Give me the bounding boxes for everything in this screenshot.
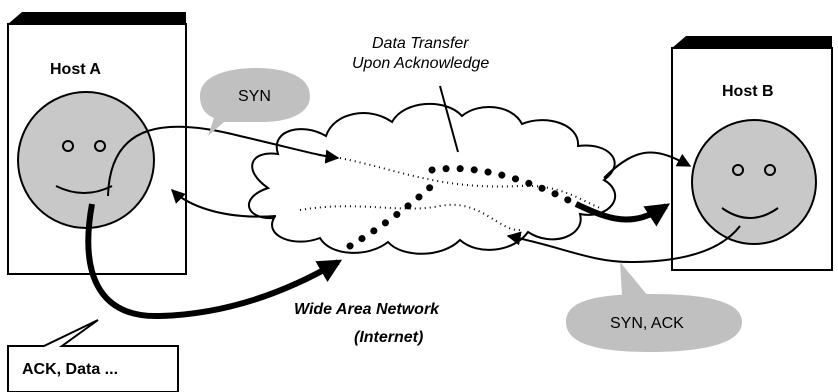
syn-arrow-continuation [603,151,692,179]
host-a-smile [55,185,113,194]
syn-ack-bubble-shape [566,262,742,352]
syn-ack-bubble: SYN, ACK [566,262,742,352]
syn-ack-arrow [506,225,741,264]
network-title: Wide Area Network [294,301,440,318]
dotted-upper-link [339,157,601,209]
host-a-right-eye [94,140,106,152]
host-b-smile [721,207,779,219]
dotted-lower-link [299,203,521,232]
annotation-pointer [439,85,459,153]
ack-data-callout-shape [7,319,179,392]
syn-bubble-shape [200,68,310,136]
ack-data-callout: ACK, Data ... [7,319,179,392]
syn-bubble: SYN [200,68,310,136]
host-a-label: Host A [50,61,101,78]
network-cloud [248,103,617,255]
syn-ack-arrow-continuation [171,189,277,218]
host-b-face [691,119,817,245]
host-b-box-top [672,36,832,48]
host-b: Host B [671,36,833,271]
host-a: Host A [7,12,187,275]
host-b-right-eye [764,164,776,176]
ack-data-arrow [85,203,343,320]
network-subtitle: (Internet) [354,329,423,346]
syn-label: SYN [238,88,271,105]
host-b-label: Host B [722,83,774,100]
host-a-box-top [8,12,186,24]
host-a-left-eye [62,140,74,152]
syn-ack-label: SYN, ACK [610,315,684,332]
ack-data-label: ACK, Data ... [22,361,118,378]
host-a-face [17,91,155,229]
annotation-line2: Upon Acknowledge [352,55,489,72]
annotation-line1: Data Transfer [372,35,469,52]
data-transfer-dots-lower [346,178,440,250]
data-delivery-arrow [574,201,671,227]
host-b-left-eye [732,164,744,176]
data-transfer-dots-upper [428,164,572,204]
syn-arrow [107,125,340,197]
